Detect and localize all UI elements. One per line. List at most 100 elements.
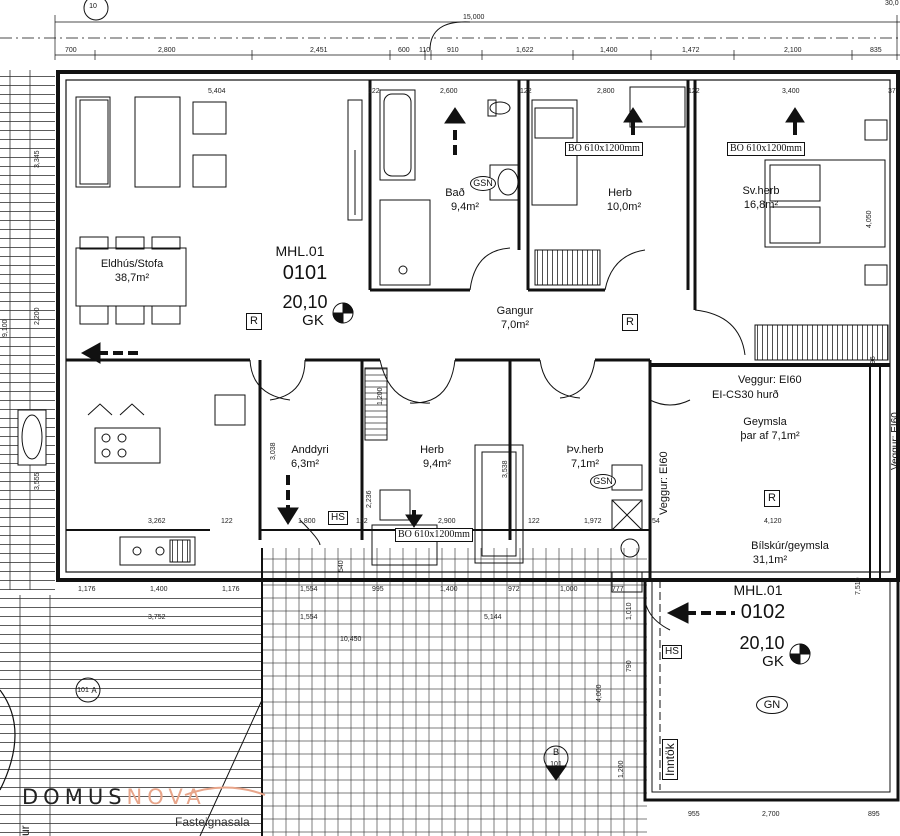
- interior-walls: [66, 80, 890, 580]
- dim-inner-1: 122: [368, 88, 380, 95]
- dim-top-2: 2,451: [310, 47, 328, 54]
- r-marker-1: R: [246, 313, 262, 330]
- dim-bot-0: 1,176: [78, 586, 96, 593]
- edge-text: ur: [18, 825, 32, 836]
- room-name-svherb: Sv.herb: [742, 185, 780, 197]
- room-name-anddyri: Anddyri: [291, 444, 329, 456]
- outer-walls: [56, 70, 900, 802]
- brand-logo-part-2: NOVA: [126, 785, 206, 809]
- dim-top-0: 700: [65, 47, 77, 54]
- room-area-svherb: 16,8m²: [743, 199, 779, 211]
- dim-inner-2: 2,600: [440, 88, 458, 95]
- dim-bot-5: 1,400: [440, 586, 458, 593]
- dim-top-1: 2,800: [158, 47, 176, 54]
- dim-inner-4: 2,800: [597, 88, 615, 95]
- room-area-bad: 9,4m²: [450, 201, 480, 213]
- dim-v-6: 3,538: [502, 460, 509, 478]
- dim-v-12: 790: [626, 660, 633, 672]
- wall-fire-rating: Veggur: EI60: [738, 374, 802, 386]
- dim-mid-2: 1,800: [298, 518, 316, 525]
- unit1-gk: GK: [302, 312, 324, 329]
- dim-rb-1: 2,700: [762, 811, 780, 818]
- dim-v-7: 4,050: [866, 210, 873, 228]
- dim-v-8: 1,200: [377, 387, 384, 405]
- unit2-mhl: MHL.01: [733, 582, 783, 598]
- dim-bot-8: 777: [612, 586, 624, 593]
- room-area-anddyri: 6,3m²: [290, 458, 320, 470]
- section-b-letter: B: [552, 747, 559, 757]
- kitchen-furniture: [87, 394, 246, 566]
- logo-swash: [184, 786, 266, 796]
- dim-bot3-0: 10,450: [340, 636, 362, 643]
- section-markers: [75, 0, 811, 781]
- top-dimension-lines: [0, 15, 900, 60]
- room-area-bilskur: 31,1m²: [752, 554, 788, 566]
- room-area-herb2: 9,4m²: [422, 458, 452, 470]
- dim-mid-6: 1,972: [584, 518, 602, 525]
- left-deck: [0, 70, 55, 590]
- dim-top-4: 110: [419, 47, 431, 54]
- brand-tagline: Fasteignasala: [175, 815, 250, 829]
- dim-v-13: 540: [338, 560, 345, 572]
- dim-mid-7: 54: [652, 518, 660, 525]
- dim-bot2-1: 1,554: [300, 614, 318, 621]
- dim-v-4: 3,038: [270, 442, 277, 460]
- hs-marker-2: HS: [662, 645, 682, 659]
- room-area-gangur: 7,0m²: [500, 319, 530, 331]
- unit1-code: 20,10: [282, 292, 328, 312]
- dim-top-corner: 30,0: [885, 0, 899, 7]
- room-area-thvherb: 7,1m²: [570, 458, 600, 470]
- section-top-number: 10: [89, 3, 97, 10]
- dim-inner-7: 37: [888, 88, 896, 95]
- dim-bot-2: 1,176: [222, 586, 240, 593]
- brand-logo: DOMUSNOVA: [22, 785, 206, 809]
- dim-bot-3: 1,554: [300, 586, 318, 593]
- dim-mid-3: 122: [356, 518, 368, 525]
- section-a-letter: A: [91, 686, 97, 695]
- dim-inner-6: 3,400: [782, 88, 800, 95]
- doors: [249, 21, 746, 631]
- brand-logo-part-1: DOMUS: [22, 785, 127, 809]
- unit1-mhl: MHL.01: [275, 243, 325, 259]
- door-fire-rating: EI-CS30 hurð: [712, 389, 779, 401]
- window-label-3: BO 610x1200mm: [395, 528, 473, 542]
- unit2-code: 20,10: [739, 633, 785, 653]
- section-a-number: 101: [77, 687, 89, 694]
- dim-top-9: 2,100: [784, 47, 802, 54]
- room-name-eldhus: Eldhús/Stofa: [100, 258, 164, 270]
- bath-fixtures: [379, 89, 521, 286]
- wall-fire-rating-vertical: Veggur: EI60: [658, 451, 670, 515]
- dim-v-5: 2,236: [366, 490, 373, 508]
- dim-top-total: 15,000: [463, 14, 485, 21]
- dim-bot2-2: 5,144: [484, 614, 502, 621]
- dim-top-3: 600: [398, 47, 410, 54]
- room-name-herb2: Herb: [420, 444, 444, 456]
- unit2-gk: GK: [762, 653, 784, 670]
- dim-v-3: 9,100: [2, 319, 9, 337]
- wall-fire-rating-vertical-2: Veggur: EI60: [890, 412, 900, 470]
- dim-v-9: 7,510: [855, 577, 862, 595]
- room-name-thvherb: Þv.herb: [566, 444, 604, 456]
- room-area-geymsla: þar af 7,1m²: [740, 430, 800, 442]
- dim-bot-6: 972: [508, 586, 520, 593]
- dim-v-14: 1,200: [618, 760, 625, 778]
- r-marker-3: R: [764, 490, 780, 507]
- dim-v-1: 2,200: [34, 307, 41, 325]
- dim-top-6: 1,622: [516, 47, 534, 54]
- dim-rb-0: 955: [688, 811, 700, 818]
- dim-mid-0: 3,262: [148, 518, 166, 525]
- gn-marker: GN: [756, 696, 788, 714]
- entry-arrows: [80, 107, 805, 624]
- garage-fixtures: [611, 571, 661, 790]
- dim-mid-5: 122: [528, 518, 540, 525]
- dim-top-8: 1,472: [682, 47, 700, 54]
- unit1-number: 0101: [282, 262, 328, 284]
- dim-rb-2: 895: [868, 811, 880, 818]
- bedroom2-furniture: [754, 119, 889, 361]
- dim-mid-4: 2,900: [438, 518, 456, 525]
- dim-bot2-0: 3,752: [148, 614, 166, 621]
- hs-marker-1: HS: [328, 511, 348, 525]
- unit2-number: 0102: [740, 601, 786, 623]
- dim-bot-1: 1,400: [150, 586, 168, 593]
